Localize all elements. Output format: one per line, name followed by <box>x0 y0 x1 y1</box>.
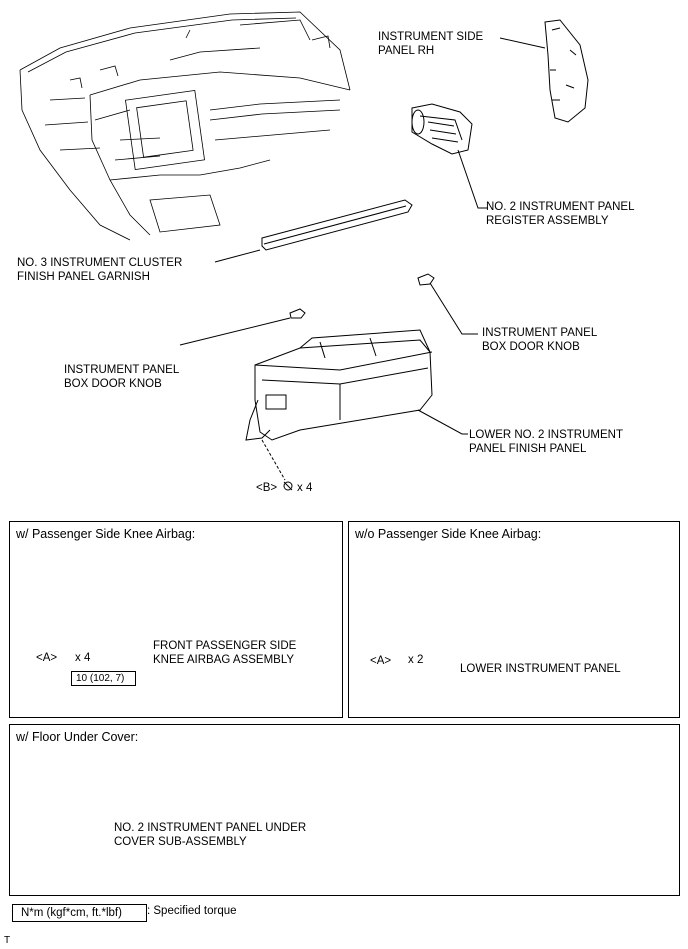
cluster-garnish-label: NO. 3 INSTRUMENT CLUSTER FINISH PANEL GA… <box>17 257 183 283</box>
box-door-knob-left-drawing <box>289 308 306 319</box>
with-knee-airbag-panel: w/ Passenger Side Knee Airbag: <box>9 521 343 718</box>
cluster-garnish-drawing <box>261 199 413 251</box>
floor-under-cover-title: w/ Floor Under Cover: <box>16 730 139 744</box>
bolt-a-box1-count: x 4 <box>75 652 91 664</box>
box-door-knob-right-label: INSTRUMENT PANEL BOX DOOR KNOB <box>482 327 598 353</box>
dashboard-drawing <box>19 11 351 241</box>
side-panel-rh-drawing <box>544 19 589 123</box>
knee-airbag-label: FRONT PASSENGER SIDE KNEE AIRBAG ASSEMBL… <box>153 640 297 666</box>
glove-box-drawing <box>245 329 433 441</box>
register-assembly-label: NO. 2 INSTRUMENT PANEL REGISTER ASSEMBLY <box>486 201 635 227</box>
torque-value-box: 10 (102, 7) <box>71 671 136 686</box>
footer-mark: T <box>4 935 11 946</box>
torque-legend-description: : Specified torque <box>147 905 237 917</box>
bolt-b-count: x 4 <box>297 482 313 494</box>
side-panel-rh-label: INSTRUMENT SIDE PANEL RH <box>378 31 484 57</box>
without-knee-airbag-panel: w/o Passenger Side Knee Airbag: <box>348 521 680 718</box>
under-cover-label: NO. 2 INSTRUMENT PANEL UNDER COVER SUB-A… <box>114 822 307 848</box>
bolt-b-drawing <box>283 481 293 491</box>
register-assembly-drawing <box>411 103 473 155</box>
bolt-a-box1-label: <A> <box>36 652 58 664</box>
lower-finish-panel-label: LOWER NO. 2 INSTRUMENT PANEL FINISH PANE… <box>469 429 623 455</box>
floor-under-cover-panel: w/ Floor Under Cover: <box>9 724 680 896</box>
with-knee-airbag-title: w/ Passenger Side Knee Airbag: <box>16 527 196 541</box>
bolt-a-box2-count: x 2 <box>408 654 424 666</box>
torque-legend-unit: N*m (kgf*cm, ft.*lbf) <box>12 904 147 922</box>
bolt-a-box2-label: <A> <box>370 655 392 667</box>
box-door-knob-left-label: INSTRUMENT PANEL BOX DOOR KNOB <box>64 364 180 390</box>
without-knee-airbag-title: w/o Passenger Side Knee Airbag: <box>355 527 542 541</box>
box-door-knob-right-drawing <box>417 273 435 286</box>
bolt-b-label: <B> <box>256 482 278 494</box>
lower-instrument-panel-label: LOWER INSTRUMENT PANEL <box>460 663 621 675</box>
